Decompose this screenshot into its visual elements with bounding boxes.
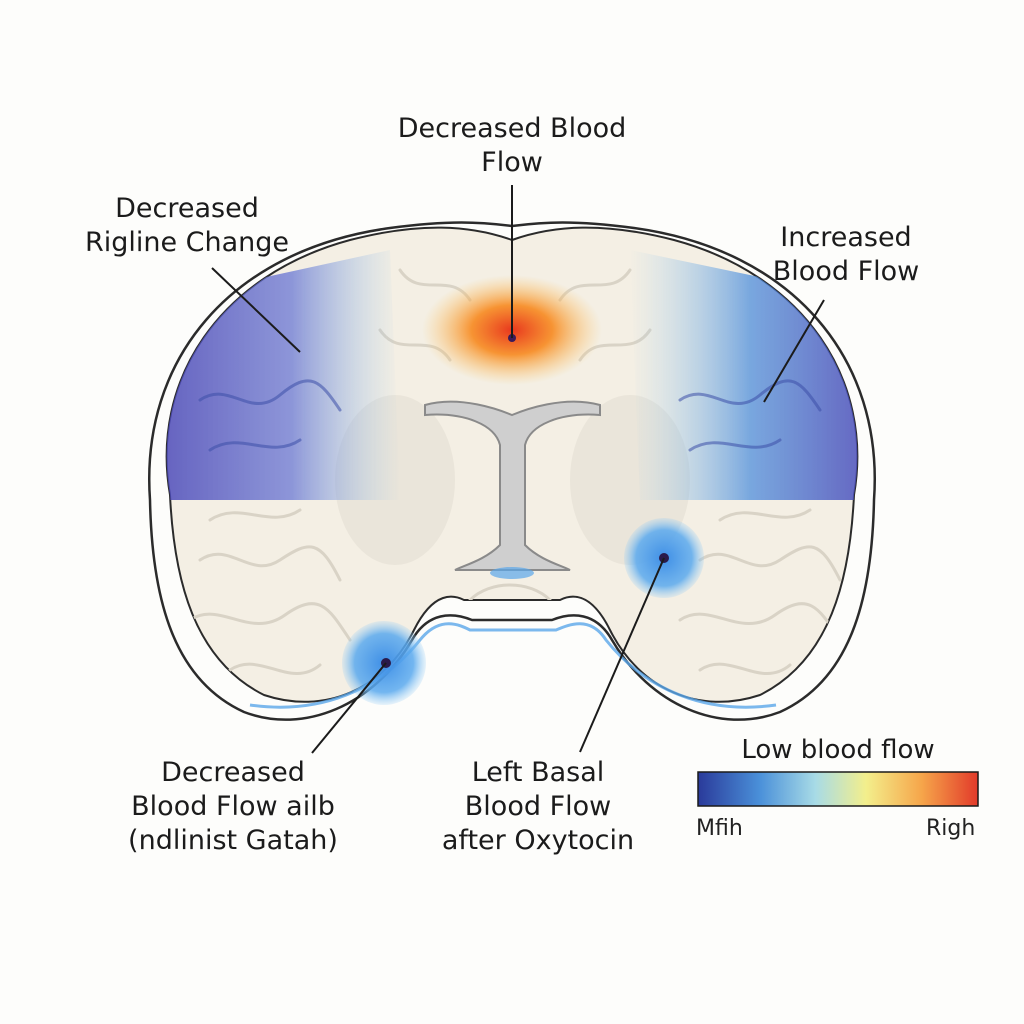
color-scale-bar bbox=[697, 771, 979, 807]
legend-high-label: Righ bbox=[926, 816, 976, 841]
label-lower-center: Left Basal Blood Flow after Oxytocin bbox=[441, 757, 635, 856]
ventricle bbox=[424, 400, 601, 571]
left-decrease-zone bbox=[166, 250, 400, 500]
legend-low-label: Mfih bbox=[696, 816, 743, 841]
label-upper-right: Increased Blood Flow bbox=[772, 222, 920, 287]
label-top: Decreased Blood Flow bbox=[397, 113, 627, 178]
label-upper-left: Decreased Rigline Change bbox=[84, 193, 290, 258]
legend-title: Low blood flow bbox=[741, 735, 935, 765]
leader-upper-right bbox=[763, 299, 825, 403]
leader-lower-center bbox=[579, 557, 665, 753]
outer-membrane bbox=[148, 221, 876, 721]
leader-upper-left bbox=[211, 267, 301, 353]
label-lower-left: Decreased Blood Flow ailb (ndlinist Gata… bbox=[128, 757, 338, 856]
leader-lower-left bbox=[311, 662, 387, 754]
